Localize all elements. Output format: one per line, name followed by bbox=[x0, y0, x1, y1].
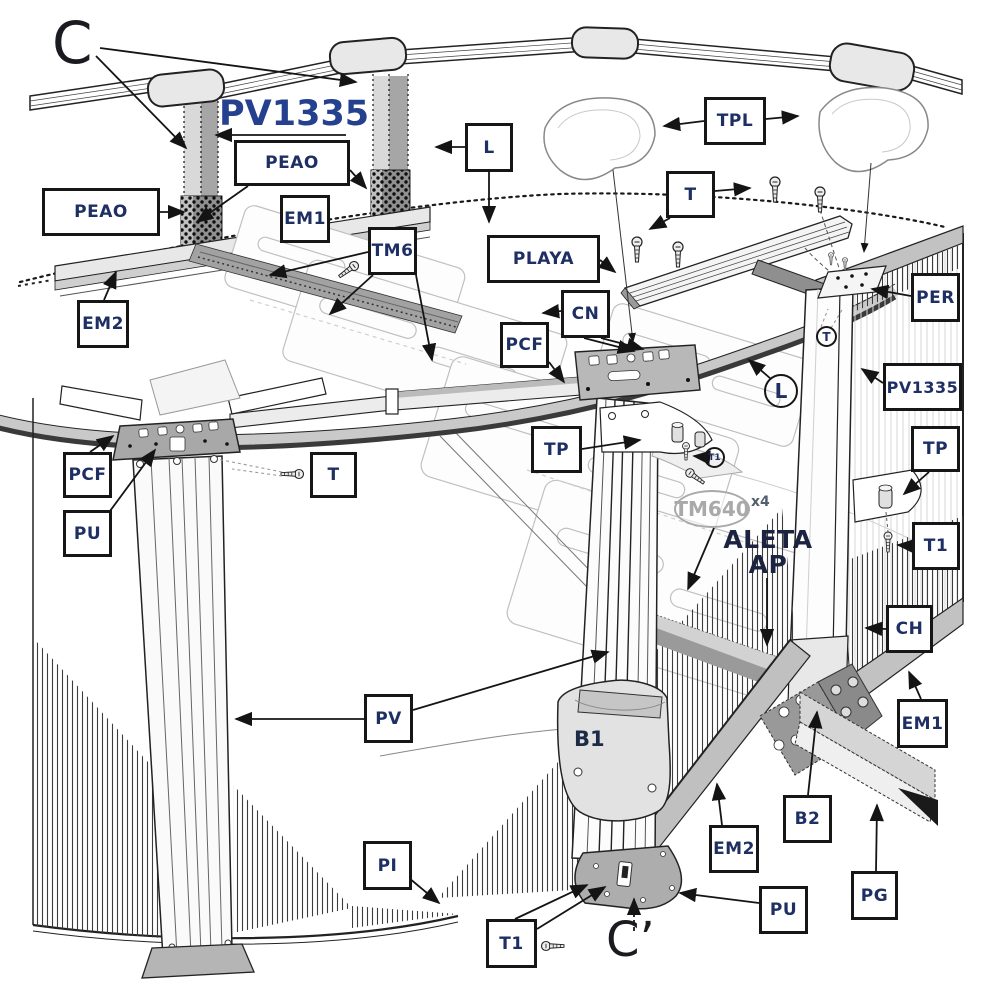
callout-tm6: TM6 bbox=[368, 227, 417, 275]
callout-ch: CH bbox=[886, 605, 933, 653]
callout-cn: CN bbox=[561, 290, 610, 338]
callout-em2-bottom: EM2 bbox=[709, 825, 759, 873]
label-aleta-ap: ALETA AP bbox=[718, 527, 818, 577]
tpl-caps-art bbox=[543, 86, 929, 181]
top-posts-art bbox=[180, 74, 411, 249]
circled-t1: T1 bbox=[704, 447, 725, 468]
label-aleta-line2: AP bbox=[748, 550, 788, 579]
callout-t-top: T bbox=[666, 171, 715, 218]
callout-peao-left: PEAO bbox=[42, 188, 160, 236]
callout-pv1335-right: PV1335 bbox=[883, 363, 962, 411]
label-tm640: TM640 bbox=[674, 490, 750, 528]
callout-em2-left: EM2 bbox=[77, 300, 129, 348]
callout-peao-right: PEAO bbox=[234, 140, 350, 186]
corner-bracket-art bbox=[759, 663, 938, 826]
left-wall-art bbox=[32, 398, 459, 945]
rail-cap-connectors-art bbox=[146, 26, 916, 108]
label-tm640-qty: x4 bbox=[751, 494, 770, 510]
right-wall-art bbox=[815, 225, 964, 701]
callout-tpl: TPL bbox=[704, 97, 766, 145]
section-marker-c: C bbox=[52, 9, 93, 77]
circled-t: T bbox=[816, 326, 837, 347]
callout-t1-bottom: T1 bbox=[486, 919, 537, 968]
callout-pv: PV bbox=[364, 694, 413, 743]
thin-leaders bbox=[612, 162, 872, 343]
callout-b2: B2 bbox=[783, 795, 832, 843]
callout-t1-right: T1 bbox=[912, 522, 960, 570]
panel-seam-strip-art bbox=[188, 243, 463, 334]
callout-pu-left: PU bbox=[63, 510, 112, 557]
callout-l: L bbox=[465, 123, 513, 172]
right-post-art bbox=[787, 265, 922, 705]
label-pv1335-top: PV1335 bbox=[219, 94, 370, 134]
callout-tp-mid: TP bbox=[531, 426, 582, 473]
callout-t-left: T bbox=[310, 452, 357, 498]
top-rail-art bbox=[29, 35, 963, 111]
left-post-art bbox=[59, 359, 327, 979]
callout-em1-top: EM1 bbox=[280, 195, 330, 243]
section-marker-c-prime: C’ bbox=[606, 912, 655, 968]
label-b1: B1 bbox=[574, 727, 605, 751]
callout-tp-right: TP bbox=[911, 426, 960, 472]
dashed-guides bbox=[216, 308, 843, 477]
callout-em1-bottom: EM1 bbox=[897, 699, 948, 748]
label-aleta-line1: ALETA bbox=[723, 525, 813, 554]
callout-pu-bottom: PU bbox=[759, 886, 808, 934]
leader-arrows bbox=[89, 47, 930, 931]
callout-per: PER bbox=[911, 273, 960, 322]
callout-pcf-mid: PCF bbox=[500, 322, 549, 368]
circled-l: L bbox=[764, 374, 798, 408]
callout-pcf-left: PCF bbox=[63, 452, 112, 498]
callout-pi: PI bbox=[363, 841, 412, 890]
callout-playa: PLAYA bbox=[487, 235, 600, 283]
callout-pg: PG bbox=[851, 871, 898, 920]
